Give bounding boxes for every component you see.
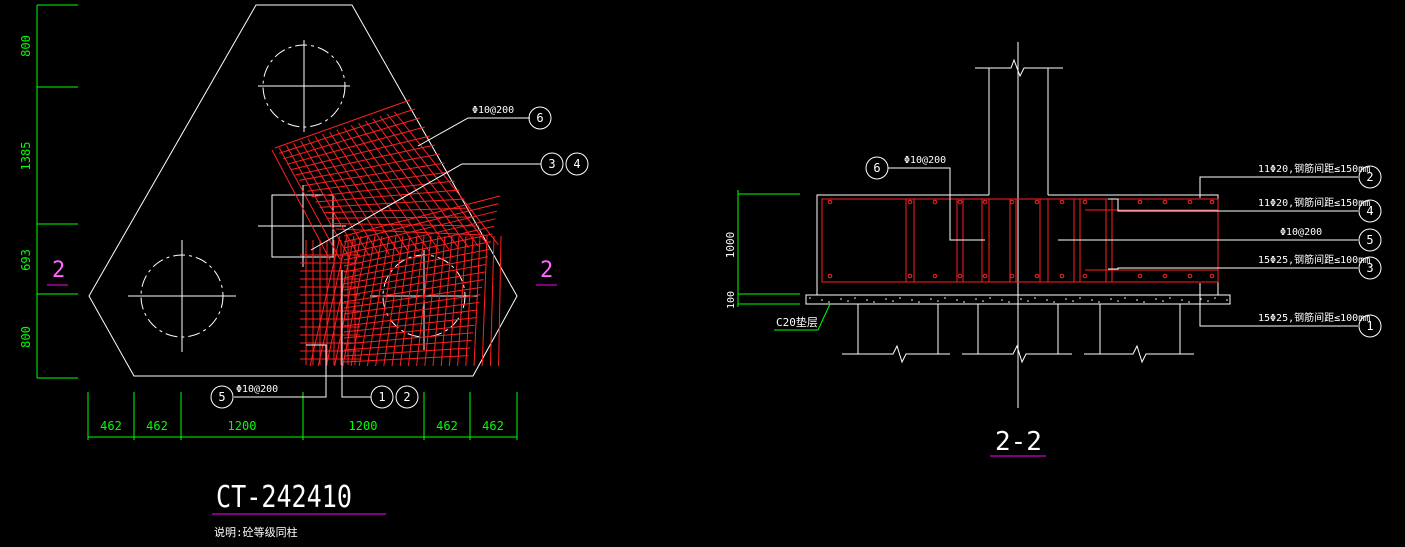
- cushion-label: C20垫层: [776, 315, 818, 329]
- callout-5: Φ10@200 5: [210, 344, 327, 409]
- svg-text:3: 3: [1366, 261, 1373, 275]
- plan-title: CT-242410: [216, 480, 352, 515]
- dim-left-1: 800: [19, 35, 33, 57]
- svg-text:15Φ25,钢筋间距≤100mm: 15Φ25,钢筋间距≤100mm: [1258, 311, 1370, 324]
- section-title: 2-2: [995, 427, 1042, 457]
- section-tag-6: 6: [873, 161, 880, 175]
- dim-left-4: 800: [19, 326, 33, 348]
- svg-text:4: 4: [573, 157, 580, 171]
- svg-text:2: 2: [1366, 170, 1373, 184]
- svg-text:15Φ25,钢筋间距≤100mm: 15Φ25,钢筋间距≤100mm: [1258, 253, 1370, 266]
- svg-text:2: 2: [403, 390, 410, 404]
- section-dim-left: 1000 100: [724, 190, 800, 309]
- svg-text:6: 6: [536, 111, 543, 125]
- rebar-mesh: [271, 99, 502, 367]
- plan-view: 800 1385 693 800 462 462 1200 1200 462 4…: [19, 4, 589, 539]
- rebar-callout-5: Φ10@200 5: [1280, 227, 1382, 252]
- svg-text:3: 3: [548, 157, 555, 171]
- svg-text:1: 1: [1366, 319, 1373, 333]
- dim-bottom-4: 1200: [349, 419, 378, 433]
- svg-text:11Φ20,钢筋间距≤150mm: 11Φ20,钢筋间距≤150mm: [1258, 162, 1370, 175]
- plan-dim-bottom: 462 462 1200 1200 462 462: [87, 392, 518, 440]
- svg-text:4: 4: [1366, 204, 1373, 218]
- section-mark-left: 2: [52, 258, 65, 283]
- rebar-callout-2: 11Φ20,钢筋间距≤150mm 2: [1258, 162, 1382, 189]
- svg-text:Φ10@200: Φ10@200: [472, 105, 514, 116]
- c20-cushion: [805, 294, 1231, 305]
- rebar-callout-4: 11Φ20,钢筋间距≤150mm 4: [1258, 196, 1382, 223]
- dim-bottom-1: 462: [100, 419, 122, 433]
- svg-text:1: 1: [378, 390, 385, 404]
- svg-text:Φ10@200: Φ10@200: [236, 384, 278, 395]
- section-dim-1000: 1000: [724, 232, 737, 259]
- section-dim-100: 100: [726, 291, 737, 309]
- rebar-callout-1: 15Φ25,钢筋间距≤100mm 1: [1258, 311, 1382, 338]
- dim-bottom-2: 462: [146, 419, 168, 433]
- plan-note: 说明:砼等级同柱: [214, 525, 298, 539]
- callout-1-2: 1 2: [341, 270, 419, 409]
- callout-3-4: 3 4: [310, 152, 589, 251]
- callout-6: Φ10@200 6: [417, 105, 552, 147]
- dim-bottom-5: 462: [436, 419, 458, 433]
- section-tag-6-label: Φ10@200: [904, 155, 946, 166]
- dim-bottom-6: 462: [482, 419, 504, 433]
- pile-cap-outline: [88, 4, 518, 377]
- section-view: 1000 100 C20垫层 6 Φ10@200 11Φ20,钢筋间距≤150m…: [724, 42, 1382, 457]
- dim-bottom-3: 1200: [228, 419, 257, 433]
- section-mark-right: 2: [540, 258, 553, 283]
- plan-dim-left: 800 1385 693 800: [19, 4, 78, 379]
- svg-text:Φ10@200: Φ10@200: [1280, 227, 1322, 238]
- svg-text:5: 5: [1366, 233, 1373, 247]
- svg-text:11Φ20,钢筋间距≤150mm: 11Φ20,钢筋间距≤150mm: [1258, 196, 1370, 209]
- dim-left-3: 693: [19, 249, 33, 271]
- rebar-callout-3: 15Φ25,钢筋间距≤100mm 3: [1258, 253, 1382, 280]
- svg-text:5: 5: [218, 390, 225, 404]
- piles-section: [842, 304, 1194, 364]
- dim-left-2: 1385: [19, 142, 33, 171]
